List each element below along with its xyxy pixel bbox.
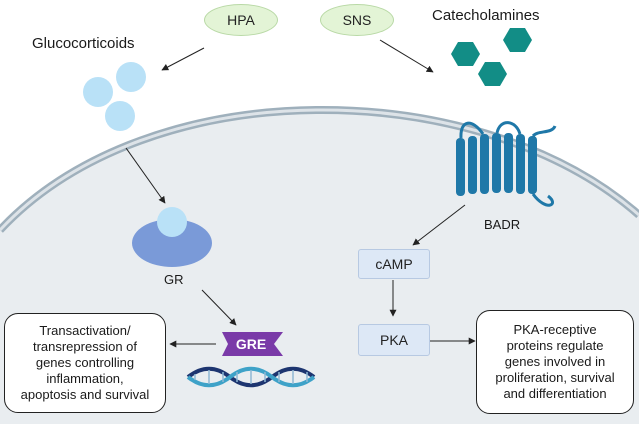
gr-outcome-line: apoptosis and survival (20, 387, 150, 402)
gr-receptor-icon (132, 207, 212, 267)
glucocorticoid-molecule-icon (83, 62, 146, 131)
gre-label: GRE (235, 336, 267, 352)
hpa-label: HPA (227, 12, 255, 28)
arrow-glucocorticoids-to-gr (125, 147, 166, 204)
hpa-node: HPA (204, 4, 278, 36)
gr-outcome-line: inflammation, (46, 371, 124, 386)
gr-outcome-box: Transactivation/ transrepression of gene… (4, 313, 166, 413)
sns-label: SNS (342, 12, 372, 28)
arrow-hpa-to-glucocorticoids (161, 47, 205, 71)
pka-outcome-line: genes involved in (504, 354, 606, 369)
arrows (125, 39, 476, 348)
arrow-badr-to-camp (412, 204, 466, 246)
pka-outcome-line: and differentiation (503, 386, 607, 401)
pka-outcome-line: proliferation, survival (495, 370, 615, 385)
gr-outcome-line: genes controlling (35, 355, 135, 370)
gr-outcome-line: transrepression of (32, 339, 138, 354)
pka-outcome-line: proteins regulate (506, 338, 604, 353)
adrenergic-receptor-icon (456, 121, 557, 207)
pka-label: PKA (379, 332, 408, 348)
catecholamines-label: Catecholamines (432, 7, 540, 24)
gre-tag-shape (222, 332, 283, 356)
pka-node: PKA (358, 324, 430, 356)
dna-helix-icon (186, 366, 316, 388)
arrow-sns-to-catecholamines (379, 39, 434, 73)
gr-outcome-line: Transactivation/ (39, 323, 131, 338)
camp-node: cAMP (358, 249, 430, 279)
pka-outcome-box: PKA-receptive proteins regulate genes in… (476, 310, 634, 414)
gr-label: GR (164, 272, 184, 287)
sns-node: SNS (320, 4, 394, 36)
glucocorticoids-label: Glucocorticoids (32, 35, 135, 52)
arrow-gr-to-gre (201, 289, 237, 326)
pka-outcome-line: PKA-receptive (513, 322, 597, 337)
catecholamine-hexagon-icon (451, 28, 532, 86)
camp-label: cAMP (375, 256, 413, 272)
badr-label: BADR (484, 217, 521, 232)
